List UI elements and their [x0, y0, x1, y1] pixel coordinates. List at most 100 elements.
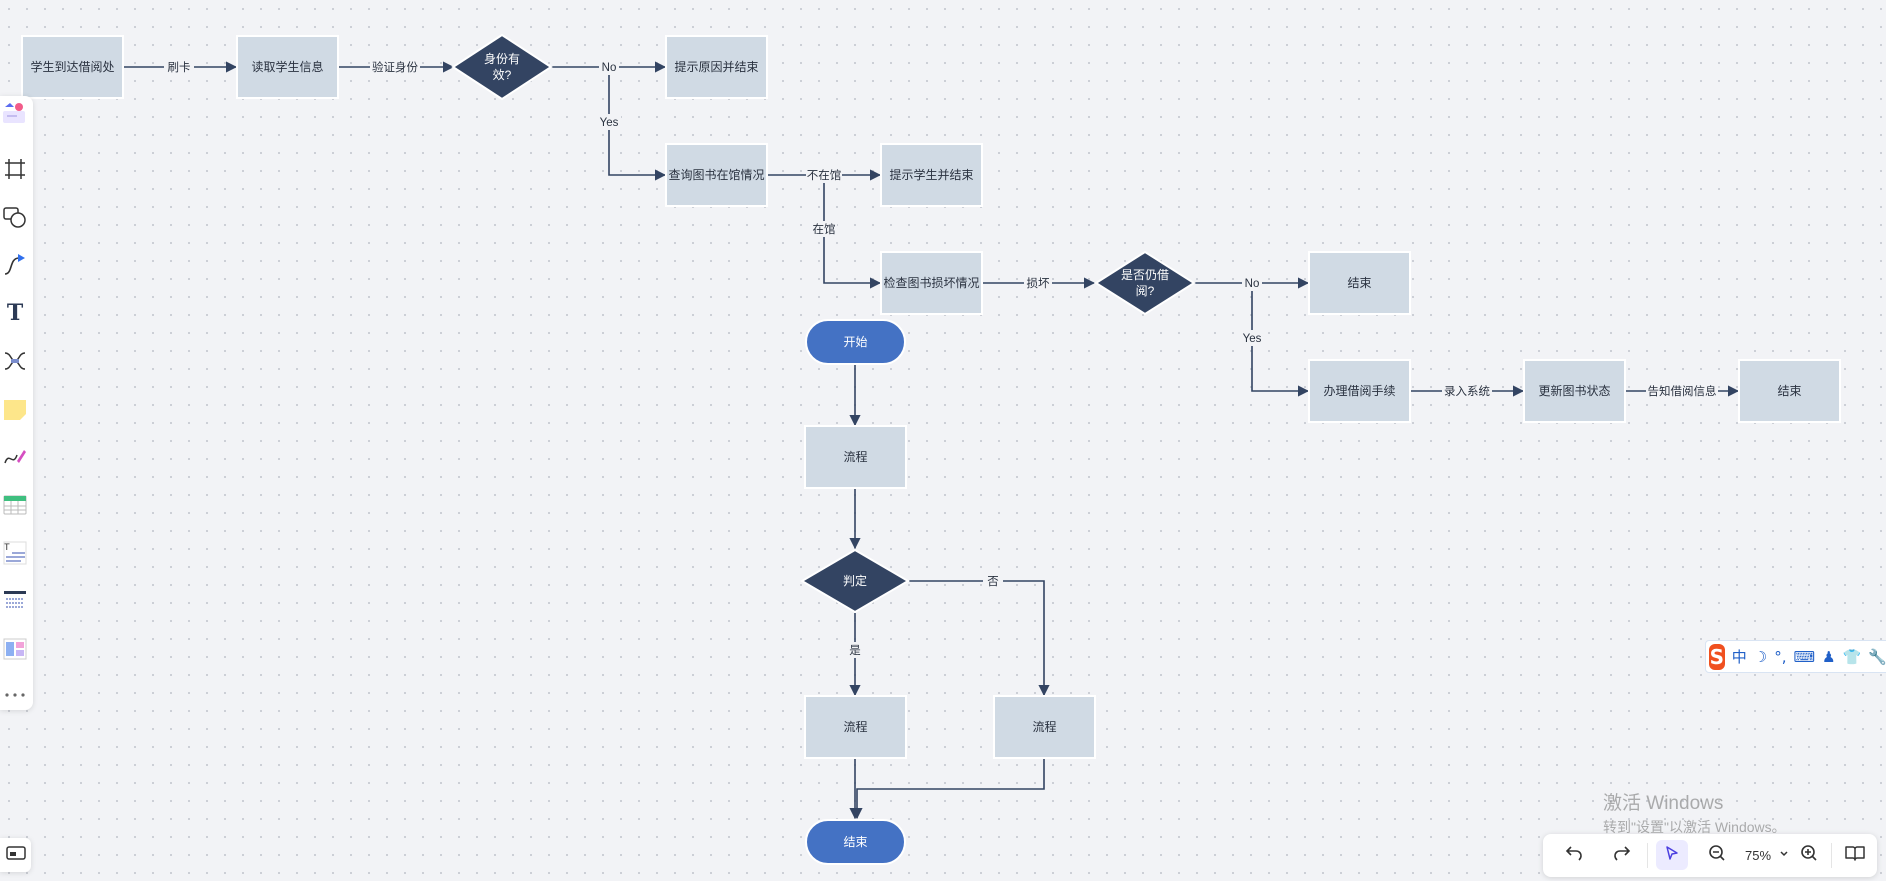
- ime-tool-icon[interactable]: 🔧: [1868, 647, 1886, 666]
- process-node[interactable]: 流程: [804, 425, 907, 489]
- undo-button[interactable]: [1559, 840, 1589, 870]
- svg-text:在馆: 在馆: [813, 222, 836, 236]
- edge-label-e11: 告知借阅信息: [1646, 383, 1718, 399]
- edge-label-e8: No: [1242, 275, 1262, 291]
- nodes: 学生到达借阅处 读取学生信息 身份有 效? 提示原因并结束 查询图书在馆情况 提…: [21, 33, 1841, 865]
- text-icon[interactable]: T: [6, 300, 24, 326]
- process-node[interactable]: 读取学生信息: [236, 35, 339, 99]
- book-view-button[interactable]: [1840, 840, 1870, 870]
- edge-label-e2: 验证身份: [370, 59, 420, 75]
- process-node[interactable]: 查询图书在馆情况: [665, 143, 768, 207]
- process-node[interactable]: 流程: [993, 695, 1096, 759]
- svg-text:不在馆: 不在馆: [807, 168, 842, 182]
- more-icon[interactable]: [0, 680, 30, 710]
- edge-label-e6: 在馆: [811, 221, 837, 237]
- edge-label-e7: 损坏: [1024, 275, 1052, 291]
- minimap-button[interactable]: [0, 838, 31, 872]
- minimap-icon: [5, 845, 26, 866]
- ime-mode[interactable]: 中: [1731, 648, 1747, 666]
- toolbar-divider: [1647, 843, 1648, 868]
- chevron-down-icon: [1779, 846, 1789, 864]
- zoom-in-icon: [1800, 844, 1818, 867]
- svg-text:开始: 开始: [843, 335, 867, 349]
- ime-logo-icon[interactable]: S: [1709, 643, 1725, 670]
- ime-user-icon[interactable]: ♟: [1822, 647, 1836, 666]
- watermark-title: 激活 Windows: [1603, 793, 1724, 814]
- zoom-out-button[interactable]: [1702, 840, 1732, 870]
- svg-text:检查图书损坏情况: 检查图书损坏情况: [883, 275, 979, 290]
- process-node[interactable]: 提示原因并结束: [665, 35, 768, 99]
- svg-text:流程: 流程: [843, 449, 867, 464]
- zoom-out-icon: [1708, 844, 1726, 867]
- zoom-level: 75%: [1744, 847, 1772, 863]
- sticky-note-icon[interactable]: [0, 394, 30, 424]
- svg-text:损坏: 损坏: [1027, 276, 1050, 290]
- svg-text:更新图书状态: 更新图书状态: [1538, 383, 1610, 398]
- svg-text:结束: 结束: [1347, 276, 1371, 290]
- ime-moon-icon[interactable]: ☽: [1753, 647, 1768, 666]
- edge-label-e9: Yes: [1240, 330, 1264, 346]
- ime-keyboard-icon[interactable]: ⌨: [1793, 647, 1816, 666]
- svg-text:Yes: Yes: [600, 117, 619, 129]
- edge-d2-n8[interactable]: [1251, 283, 1310, 397]
- edge-p3-t2[interactable]: [851, 757, 1045, 820]
- shape-icon[interactable]: [0, 202, 30, 232]
- svg-text:验证身份: 验证身份: [372, 60, 418, 74]
- process-node[interactable]: 学生到达借阅处: [21, 35, 124, 99]
- edge-d1-n4[interactable]: [608, 67, 667, 181]
- edge-label-e12: 否: [983, 573, 1003, 589]
- svg-text:查询图书在馆情况: 查询图书在馆情况: [668, 167, 764, 182]
- process-node[interactable]: 提示学生并结束: [880, 143, 983, 207]
- mindmap-icon[interactable]: [0, 346, 30, 376]
- watermark-subtitle: 转到"设置"以激活 Windows。: [1603, 819, 1786, 835]
- windows-activation-watermark: 激活 Windows 转到"设置"以激活 Windows。: [1603, 793, 1786, 836]
- list-icon[interactable]: [0, 586, 30, 616]
- svg-text:是: 是: [849, 644, 861, 657]
- ime-skin-icon[interactable]: 👕: [1842, 647, 1862, 666]
- edge-label-e3: No: [599, 59, 619, 75]
- edge-d3-p3[interactable]: [909, 580, 1050, 697]
- process-node[interactable]: 流程: [804, 695, 907, 759]
- ime-toolbar: S 中 ☽ °, ⌨ ♟ 👕 🔧: [1705, 640, 1886, 673]
- pen-icon[interactable]: [0, 442, 30, 472]
- svg-text:No: No: [602, 62, 617, 74]
- toolbar-divider: [1831, 843, 1832, 868]
- decision-node[interactable]: 身份有 效?: [451, 33, 553, 101]
- layout-icon[interactable]: [0, 634, 30, 664]
- ime-punct-icon[interactable]: °,: [1774, 647, 1787, 666]
- process-node[interactable]: 更新图书状态: [1523, 359, 1626, 423]
- svg-text:提示原因并结束: 提示原因并结束: [674, 59, 758, 74]
- zoom-level-dropdown[interactable]: 75%: [1737, 840, 1797, 870]
- undo-icon: [1565, 844, 1583, 867]
- process-node[interactable]: 办理借阅手续: [1308, 359, 1411, 423]
- zoom-in-button[interactable]: [1794, 840, 1824, 870]
- book-view-icon: [1845, 844, 1865, 867]
- table-icon[interactable]: [0, 490, 30, 520]
- redo-icon: [1613, 844, 1631, 867]
- svg-text:是否仍借: 是否仍借: [1121, 268, 1169, 282]
- svg-text:阅?: 阅?: [1136, 284, 1155, 298]
- svg-text:效?: 效?: [493, 67, 512, 82]
- svg-text:流程: 流程: [1032, 719, 1056, 734]
- decision-node[interactable]: 是否仍借 阅?: [1094, 250, 1196, 316]
- redo-button[interactable]: [1607, 840, 1637, 870]
- text-block-icon[interactable]: T: [0, 538, 30, 568]
- select-tool-button[interactable]: [1656, 840, 1688, 870]
- process-node[interactable]: 结束: [1308, 251, 1411, 315]
- left-toolbar: T T: [0, 96, 33, 710]
- process-node[interactable]: 检查图书损坏情况: [880, 251, 983, 315]
- connector-icon[interactable]: [0, 250, 30, 280]
- process-node[interactable]: 结束: [1738, 359, 1841, 423]
- start-node[interactable]: 开始: [805, 319, 906, 365]
- decision-node[interactable]: 判定: [800, 548, 910, 614]
- svg-text:读取学生信息: 读取学生信息: [251, 59, 323, 74]
- edge-label-e5: 不在馆: [806, 167, 842, 183]
- edge-n4-n6[interactable]: [823, 175, 882, 289]
- svg-text:录入系统: 录入系统: [1444, 385, 1490, 398]
- edge-labels: 刷卡 验证身份 No Yes 不在馆 在馆 损坏 No Yes 录入系统 告知借…: [164, 59, 1718, 658]
- svg-text:结束: 结束: [1777, 384, 1801, 398]
- end-node[interactable]: 结束: [805, 819, 906, 865]
- template-icon[interactable]: [0, 99, 30, 129]
- frame-icon[interactable]: [0, 154, 30, 184]
